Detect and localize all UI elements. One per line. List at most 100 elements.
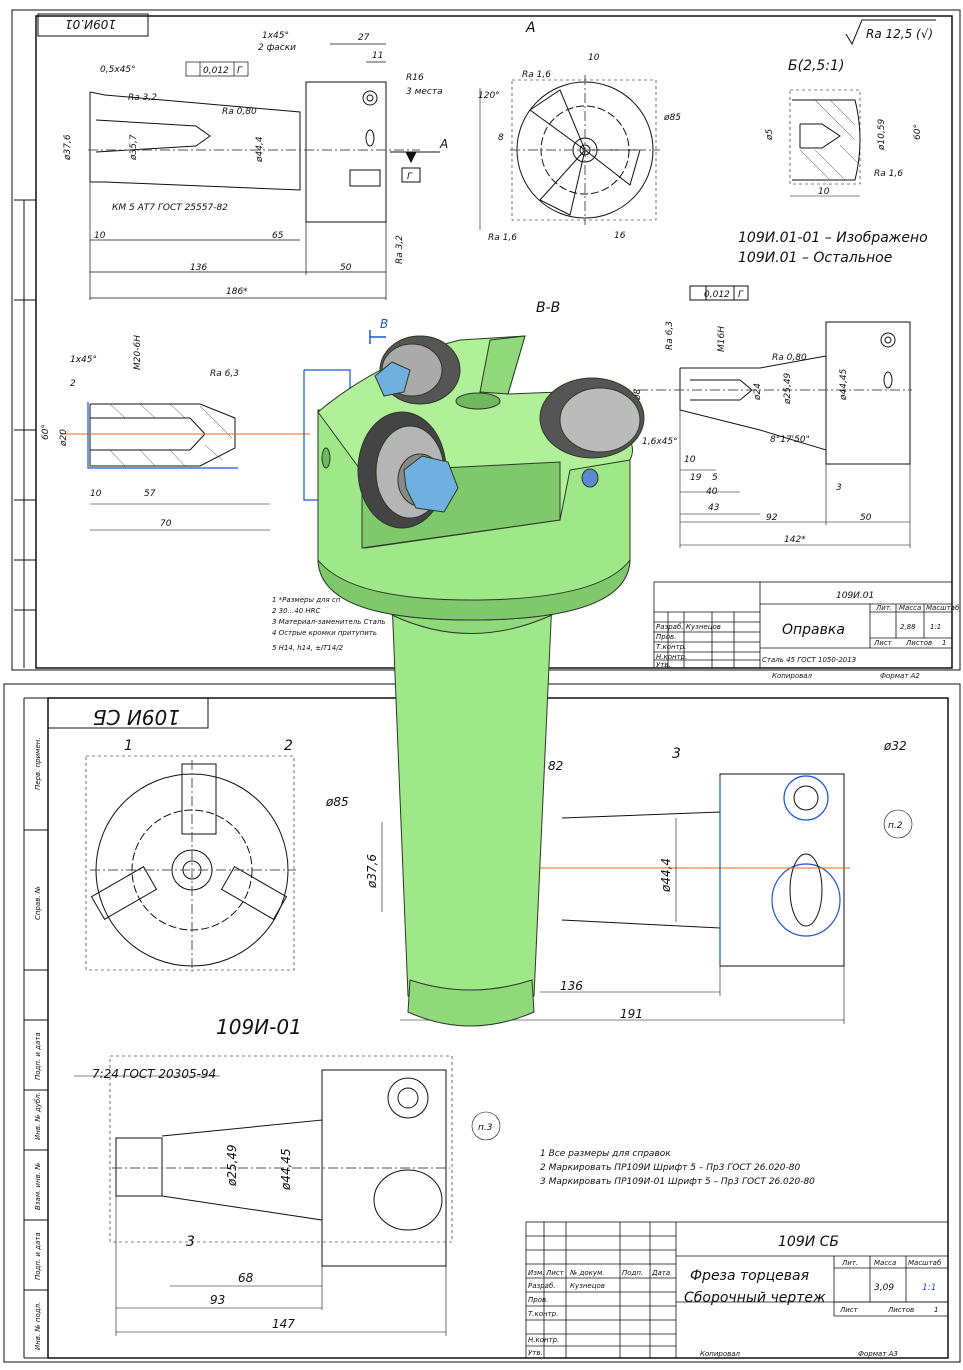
tb2-izm: Изм.: [528, 1269, 544, 1277]
left-chamfer: 1х45°: [70, 355, 97, 365]
note-4: 4 Острые кромки притупить: [272, 629, 377, 637]
tb2-lit-h: Лит.: [841, 1259, 858, 1267]
view-a-d16: 16: [614, 231, 626, 241]
right-d5: 5: [712, 473, 718, 483]
sheet-1: [11, 9, 961, 671]
tb1-scale: 1:1: [930, 623, 941, 631]
detail-b-d5: ø5: [765, 128, 775, 141]
callout-2: 2: [284, 738, 293, 754]
km-note: КМ 5 АТ7 ГОСТ 25557-82: [112, 203, 228, 213]
side-label-3: Подп. и дата: [34, 1032, 42, 1080]
right-datum: Г: [738, 290, 744, 300]
right-view: [620, 285, 912, 548]
view-arrow-datum: Г: [407, 172, 413, 182]
tb2-sheets-h: Листов: [887, 1306, 914, 1314]
model-shank: [391, 599, 553, 1010]
view-a-d8: 8: [498, 133, 504, 143]
dim-d376: ø37,6: [63, 134, 73, 161]
section-marker-arrow: [369, 330, 386, 344]
section-marker: В: [380, 317, 388, 331]
right-m16: M16H: [717, 326, 727, 352]
ra32: Ra 3,2: [128, 93, 157, 103]
sb-note-1: 1 Все размеры для справок: [540, 1149, 671, 1159]
assembly-front-view: [85, 755, 296, 972]
view-a-arrow: А: [439, 137, 448, 151]
tb2-scale-h: Масштаб: [908, 1259, 942, 1267]
variant-title: 109И-01: [216, 1015, 302, 1039]
tb2-ncontrol: Н.контр.: [528, 1336, 559, 1344]
dim-chamfer1: 1х45°: [262, 31, 289, 41]
tol-0012: 0,012: [203, 66, 229, 76]
variant-line-2: 109И.01 – Остальное: [738, 250, 892, 266]
sheet-1-texts: 109И.01 Ra 12,5 (√) 1х45° 2 фаски 27 11 …: [41, 17, 960, 680]
dim-50: 50: [340, 263, 352, 273]
title-block-2: [525, 1221, 949, 1359]
ra080: Ra 0,80: [222, 107, 257, 117]
tb2-format: Формат А3: [858, 1350, 898, 1358]
right-d2549: ø25,49: [783, 372, 793, 405]
dim-places: 3 места: [406, 87, 443, 97]
tb1-check: Пров.: [656, 633, 676, 641]
tb1-approved: Утв.: [656, 661, 671, 669]
view-a-ra16b: Ra 1,6: [488, 233, 517, 243]
tb2-designation: 109И СБ: [778, 1234, 839, 1250]
sb-note-2: 2 Маркировать ПР109И Шрифт 5 – Пр3 ГОСТ …: [540, 1163, 800, 1173]
model-roller-3: [357, 411, 459, 529]
left-ra63: Ra 6,3: [210, 369, 239, 379]
sb-d4445: ø44,45: [279, 1148, 293, 1191]
dim-186: 186*: [226, 287, 248, 297]
right-d19: 19: [690, 473, 702, 483]
right-d50: 50: [860, 513, 872, 523]
tb2-mass: 3,09: [874, 1283, 894, 1293]
note-1: 1 *Размеры для сп: [272, 596, 341, 604]
tb1-format: Формат А2: [880, 672, 920, 680]
left-d20: ø20: [59, 429, 69, 447]
tb2-approved: Утв.: [528, 1349, 543, 1357]
tb2-mass-h: Масса: [874, 1259, 896, 1267]
tb2-tcontrol: Т.контр.: [528, 1310, 558, 1318]
tb1-sheets: 1: [942, 639, 946, 647]
tb1-lit-h: Лит.: [875, 604, 892, 612]
sb-d376: ø37,6: [365, 854, 379, 889]
right-tol: 0,012: [704, 290, 730, 300]
dim-10: 10: [94, 231, 106, 241]
tb1-designation: 109И.01: [836, 591, 874, 601]
tb2-sheet-h: Лист: [839, 1306, 859, 1314]
view-a-d10: 10: [588, 53, 600, 63]
model-roller-1: [374, 335, 461, 405]
tb2-dev-name: Кузнецов: [570, 1282, 605, 1290]
sb-d93: 93: [210, 1293, 225, 1307]
shaft-view-top: [88, 81, 420, 223]
right-d24: ø24: [753, 383, 763, 401]
right-chamfer: 1,6х45°: [642, 437, 678, 447]
dim-chamfer-note: 2 фаски: [258, 43, 296, 53]
side-label-2: Справ. №: [34, 886, 42, 920]
view-a-d85: ø85: [663, 113, 681, 123]
note-2: 2 30...40 HRC: [272, 607, 321, 615]
tb2-sheets: 1: [934, 1306, 938, 1314]
tb1-tcontrol: Т.контр.: [656, 643, 686, 651]
tb1-developer: Разраб.: [656, 623, 684, 631]
sb-d136: 136: [560, 979, 583, 993]
right-d4445: ø44,45: [839, 368, 849, 401]
right-d3: 3: [836, 483, 842, 493]
dim-136: 136: [190, 263, 207, 273]
sb-d191: 191: [620, 1007, 643, 1021]
view-a-ra16a: Ra 1,6: [522, 70, 551, 80]
callout-3: 3: [672, 746, 681, 762]
sb-d85: ø85: [325, 795, 349, 809]
view-a: [479, 75, 660, 230]
detail-b: [789, 89, 861, 197]
sheet-1-stamp-box: [37, 13, 149, 37]
left-d10: 10: [90, 489, 102, 499]
assembly-side-view: [520, 773, 850, 967]
variant-callout-3: 3: [186, 1234, 195, 1250]
note-5: 5 H14, h14, ±IT14/2: [272, 644, 344, 652]
sb-note-3: 3 Маркировать ПР109И-01 Шрифт 5 – Пр3 ГО…: [540, 1177, 815, 1187]
roughness-symbol: [845, 19, 936, 46]
view-a-label: А: [525, 20, 536, 36]
tb1-dev-name: Кузнецов: [686, 623, 721, 631]
left-d70: 70: [160, 519, 172, 529]
model-roller-2: [539, 377, 645, 459]
